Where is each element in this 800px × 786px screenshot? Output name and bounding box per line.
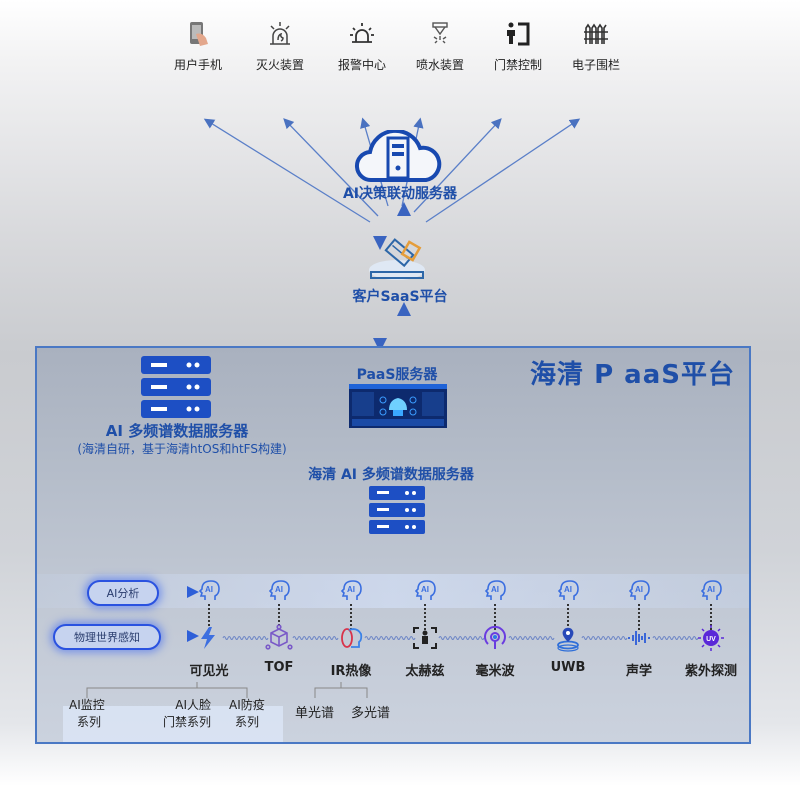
svg-text:AI: AI [564, 585, 572, 594]
saas-label: 客户SaaS平台 [352, 289, 448, 305]
ai-head-icon: AI [197, 580, 221, 602]
thermal-head-icon [341, 628, 363, 648]
dotted-connector [424, 604, 426, 630]
lightning-icon [201, 627, 215, 649]
multispectral-server-note: (海清自研，基于海清htOS和htFS构建) [77, 442, 287, 456]
dotted-connector [350, 604, 352, 630]
svg-text:AI: AI [635, 585, 643, 594]
device-sprinkler: 喷水装置 [400, 20, 480, 73]
dashboard-screen-icon [349, 384, 447, 428]
series-ai-face-access: AI人脸 门禁系列 [163, 696, 211, 730]
ai-head-icon: AI [339, 580, 363, 602]
multispectral-server-label: AI 多频谱数据服务器 [105, 422, 249, 440]
ai-head-icon: AI [413, 580, 437, 602]
server-rack-icon [141, 356, 211, 418]
sensor-label: 毫米波 [475, 664, 515, 679]
series-line: AI人脸 [175, 698, 212, 712]
ir-multi-spectrum: 多光谱 [351, 706, 391, 721]
device-electronic-fence: 电子围栏 [556, 20, 636, 73]
device-user-phone: 用户手机 [158, 20, 238, 73]
person-scan-icon [413, 627, 437, 649]
sensor-label: UWB [550, 660, 586, 675]
sensor-label: 太赫兹 [405, 664, 445, 679]
series-ai-epidemic: AI防疫 系列 [229, 696, 265, 730]
dotted-connector [278, 604, 280, 630]
device-access-control: 门禁控制 [478, 20, 558, 73]
paas-platform-panel: 海清 P aaS平台 AI 多频谱数据服务器 (海清自研，基于海清htOS和ht… [35, 346, 751, 744]
radar-antenna-icon [484, 625, 506, 649]
haiqing-server-label: 海清 AI 多频谱数据服务器 [308, 467, 474, 483]
sensor-label: 紫外探测 [684, 664, 737, 679]
location-pin-icon [557, 627, 579, 652]
series-line: AI防疫 [229, 698, 265, 712]
ai-head-icon: AI [699, 580, 723, 602]
dotted-connector [208, 604, 210, 630]
sound-wave-icon [628, 631, 650, 645]
decision-server-node [350, 128, 446, 186]
svg-text:AI: AI [347, 585, 355, 594]
saas-handshake-icon [369, 238, 425, 280]
phone-touch-icon [190, 22, 208, 46]
series-line: AI监控 [69, 698, 105, 712]
ai-head-icon: AI [267, 580, 291, 602]
device-alarm-center: 报警中心 [322, 20, 402, 73]
access-door-icon [507, 22, 530, 46]
device-label: 用户手机 [173, 58, 222, 72]
alarm-light-icon [350, 23, 374, 43]
ai-head-icon: AI [483, 580, 507, 602]
series-ai-monitor: AI监控 系列 [69, 696, 105, 730]
series-box [63, 706, 283, 742]
svg-text:AI: AI [421, 585, 429, 594]
cube-icon [265, 624, 293, 650]
sensor-label: TOF [264, 660, 294, 675]
decision-server-label: AI决策联动服务器 [342, 186, 458, 202]
server-rack-icon [369, 486, 425, 534]
sensor-item: 可见光 [177, 624, 241, 679]
sensor-label: IR热像 [330, 664, 372, 679]
paas-title: 海清 P aaS平台 [530, 360, 735, 390]
svg-text:AI: AI [707, 585, 715, 594]
dotted-connector [710, 604, 712, 630]
sensor-item: UWB [536, 624, 600, 675]
dotted-connector [567, 604, 569, 630]
fanout-arrows [203, 117, 581, 223]
device-label: 灭火装置 [255, 58, 304, 72]
svg-text:AI: AI [205, 585, 213, 594]
series-line: 系列 [77, 715, 102, 729]
fence-icon [584, 23, 608, 44]
fire-extinguisher-alarm-icon [270, 22, 290, 45]
dotted-connector [494, 604, 496, 630]
sensor-item: UV 紫外探测 [679, 624, 743, 679]
ir-single-spectrum: 单光谱 [295, 706, 335, 721]
sensor-item: 毫米波 [463, 624, 527, 679]
uv-icon: UV [698, 625, 724, 651]
sensor-label: 可见光 [189, 664, 229, 679]
sensor-item: 声学 [607, 624, 671, 679]
sensor-item: 太赫兹 [393, 624, 457, 679]
device-label: 报警中心 [337, 58, 386, 72]
sprinkler-icon [432, 22, 448, 44]
device-label: 喷水装置 [415, 58, 464, 72]
paas-server-label: PaaS服务器 [356, 367, 438, 383]
device-label: 门禁控制 [493, 58, 542, 72]
svg-text:AI: AI [275, 585, 283, 594]
ai-analysis-pill: AI分析 [87, 580, 159, 606]
saas-node [365, 238, 429, 282]
sensor-item: TOF [247, 624, 311, 675]
ai-head-icon: AI [627, 580, 651, 602]
perception-pill: 物理世界感知 [53, 624, 161, 650]
device-fire-extinguisher: 灭火装置 [240, 20, 320, 73]
row-connectors [86, 586, 699, 698]
series-line: 系列 [235, 715, 260, 729]
dotted-connector [638, 604, 640, 630]
device-label: 电子围栏 [571, 58, 620, 72]
svg-text:UV: UV [706, 636, 716, 643]
cloud-server-icon [354, 128, 442, 183]
sensor-label: 声学 [625, 664, 652, 679]
ai-head-icon: AI [556, 580, 580, 602]
sensor-item: IR热像 [319, 624, 383, 679]
series-line: 门禁系列 [163, 715, 212, 729]
svg-text:AI: AI [491, 585, 499, 594]
